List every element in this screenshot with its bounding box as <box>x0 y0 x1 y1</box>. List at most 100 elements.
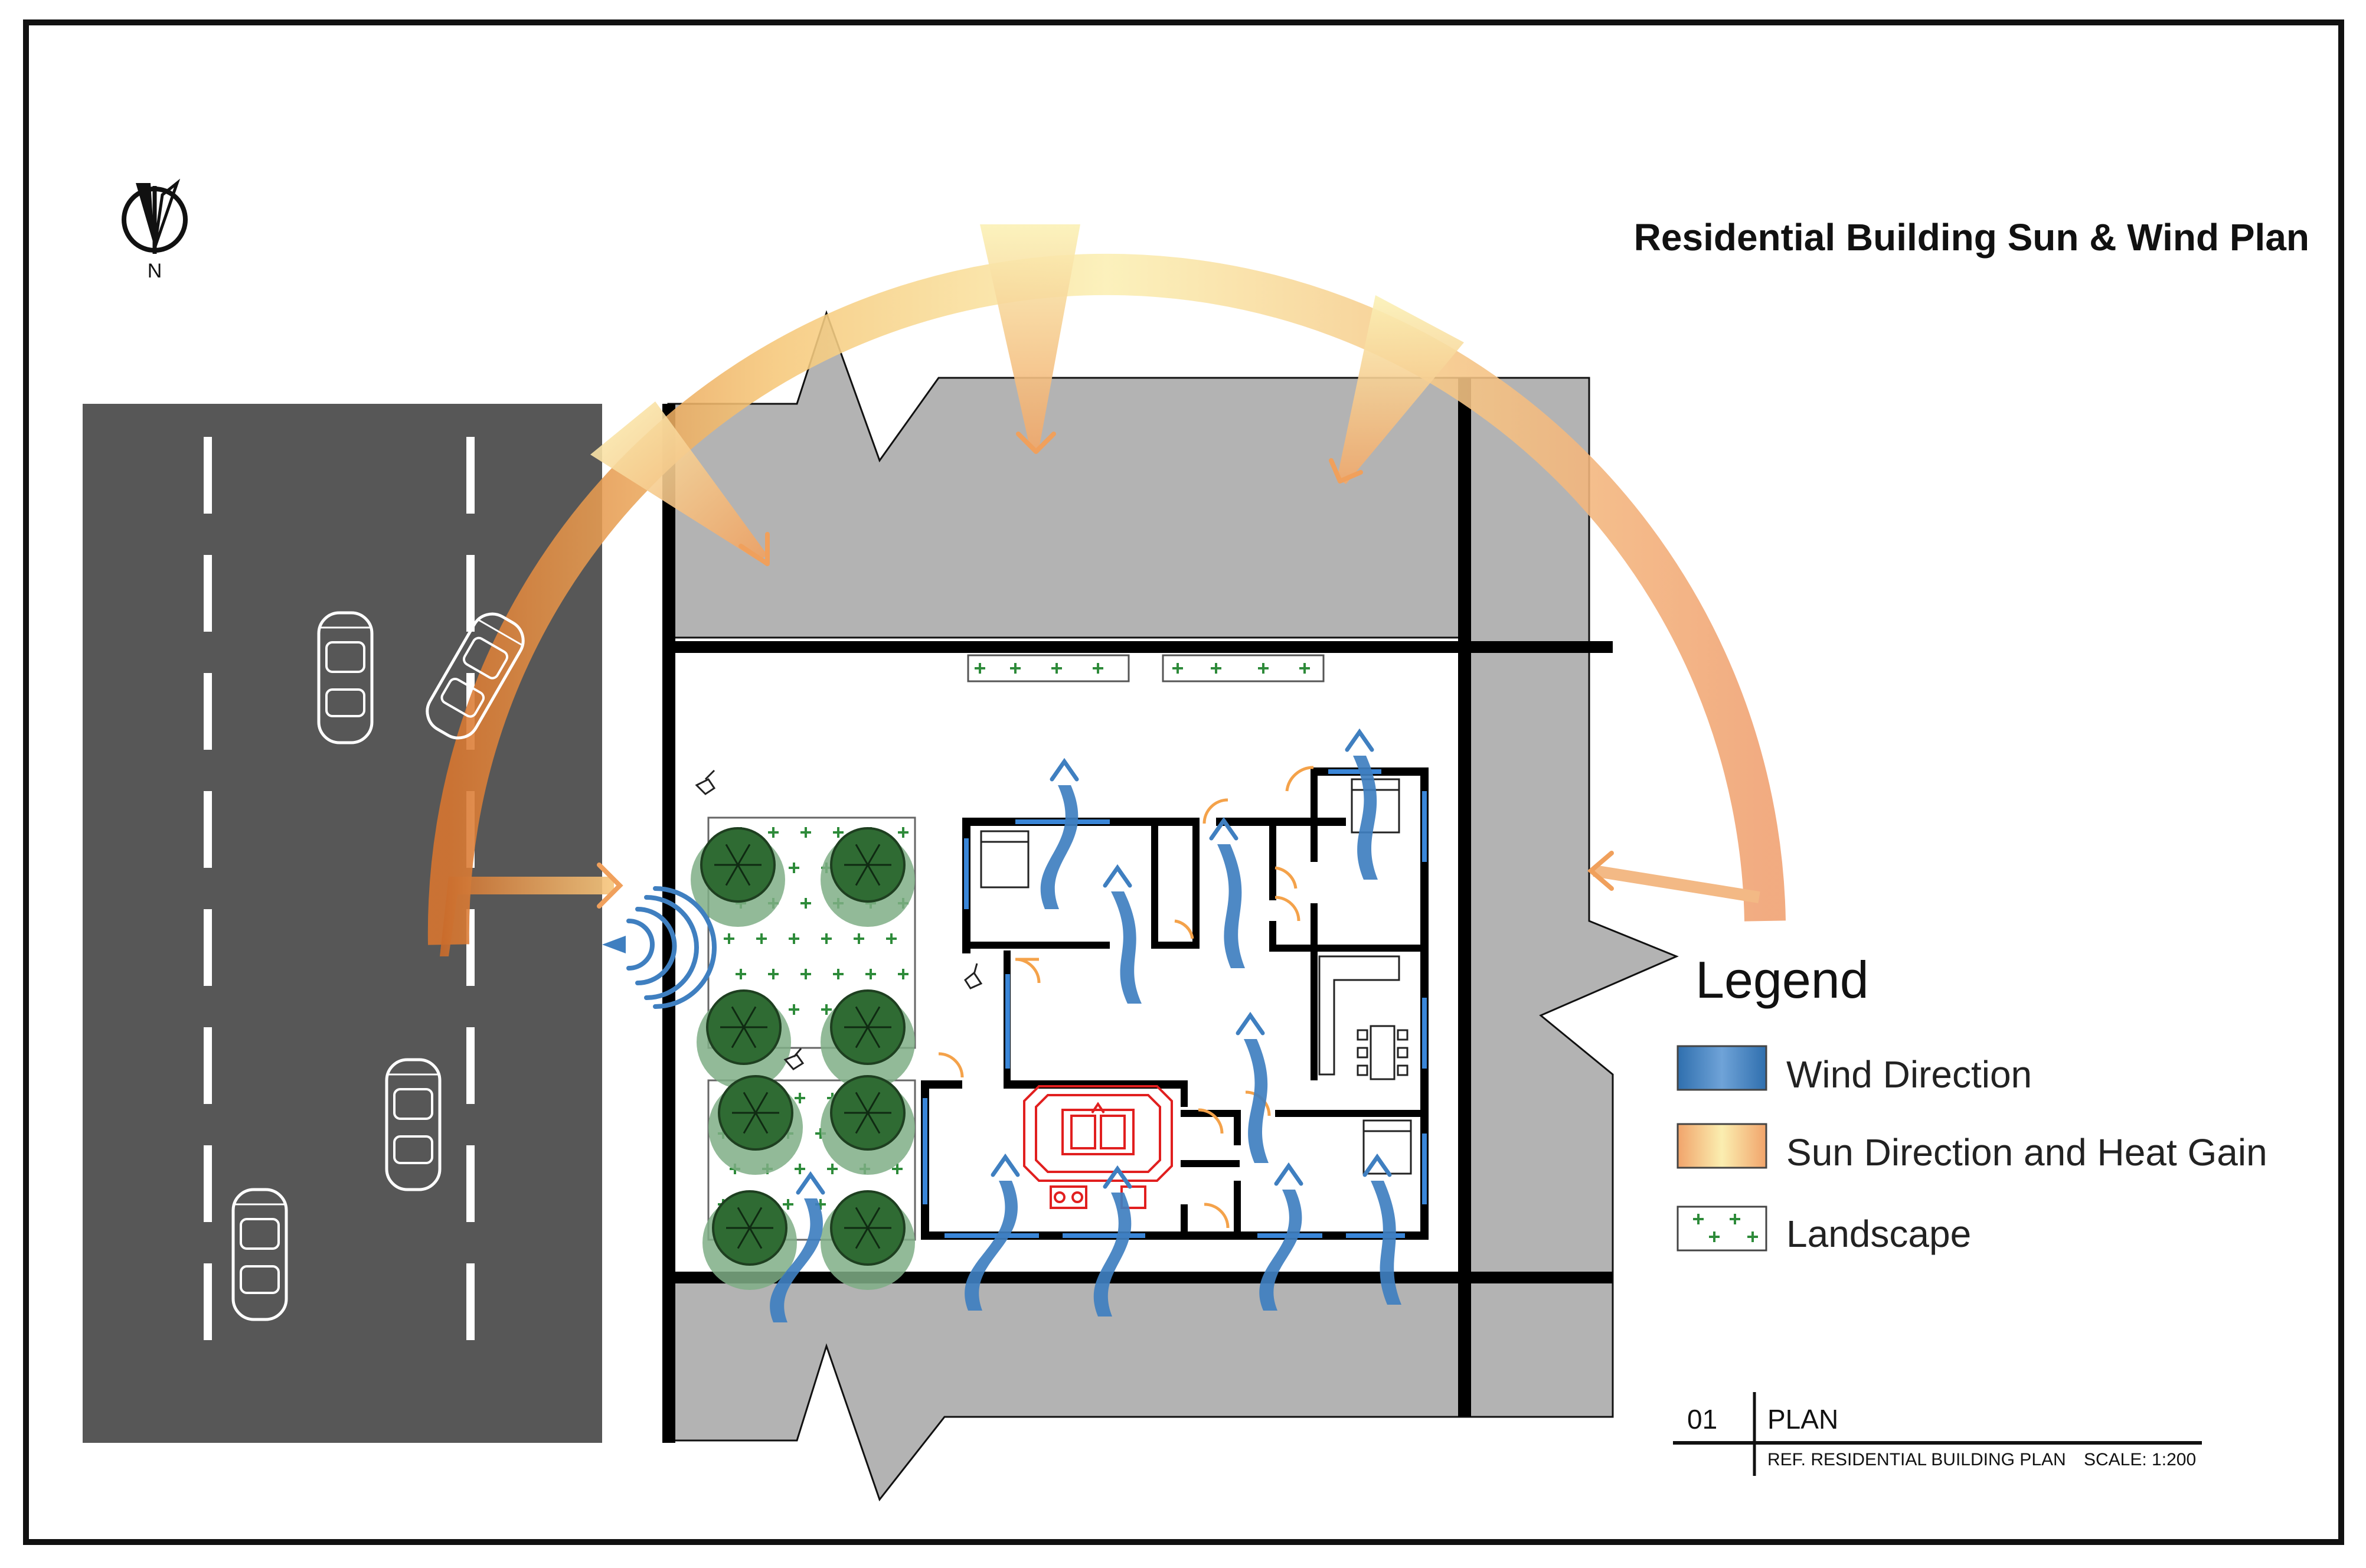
sheet-border <box>23 19 2344 1545</box>
legend-swatch-sun <box>1677 1123 1767 1169</box>
tree-icon <box>697 989 791 1089</box>
landscape-plus-icon <box>799 1093 801 1103</box>
wind-arrow <box>770 1171 825 1322</box>
wind-streams <box>770 728 1401 1322</box>
wind-arrow <box>1103 864 1142 1004</box>
lane-dash <box>204 1263 212 1340</box>
landscape-plus-icon <box>825 933 828 944</box>
tree-icon <box>691 827 785 927</box>
north-arrow-icon: N <box>122 178 188 282</box>
wind-waves-west <box>602 886 717 1009</box>
landscape-plus-icon <box>793 933 795 944</box>
tree-icon <box>708 1075 803 1175</box>
landscape-plus-icon <box>890 933 893 944</box>
tree-icon <box>821 1190 915 1290</box>
drawing-scale: SCALE: 1:200 <box>2084 1450 2196 1469</box>
car-icon <box>317 611 374 744</box>
landscape-plus-icon <box>728 933 730 944</box>
lane-dash <box>466 437 475 514</box>
landscape-plus-icon <box>819 1128 822 1139</box>
plan-title: Residential Building Sun & Wind Plan <box>1634 216 2309 259</box>
landscape-plus-icon <box>870 969 872 979</box>
landscape-plus-icon <box>760 933 763 944</box>
landscape-plus-icon <box>1262 663 1264 674</box>
landscape-plus-icon <box>772 969 774 979</box>
lane-dash <box>204 673 212 750</box>
landscape-plus-icon <box>896 1164 898 1174</box>
wind-arrow <box>965 1153 1020 1311</box>
lane-dash <box>466 1145 475 1222</box>
sun-beams <box>590 224 1464 561</box>
wind-arrow <box>1093 1165 1132 1317</box>
landscape-plus-icon <box>837 969 839 979</box>
landscape-plus-icon <box>979 663 981 674</box>
lane-dash <box>204 555 212 632</box>
landscape-plus-icon <box>831 1164 834 1174</box>
drawing-number: 01 <box>1687 1404 1717 1435</box>
legend-label-landscape: Landscape <box>1786 1213 1971 1255</box>
drawing-name: PLAN <box>1767 1404 1838 1435</box>
title-block: 01 PLAN REF. RESIDENTIAL BUILDING PLAN S… <box>1673 1392 2202 1476</box>
tree-icon <box>821 1075 915 1175</box>
legend-label-sun: Sun Direction and Heat Gain <box>1786 1131 2267 1174</box>
landscape-plus-icon <box>772 827 774 838</box>
landscape-plus-icon <box>1215 663 1217 674</box>
beds <box>980 778 1412 1175</box>
landscape-plus-icon <box>805 827 807 838</box>
tree-icon <box>702 1190 797 1290</box>
lane-dash <box>204 791 212 868</box>
landscape-plus-icon <box>1303 663 1306 674</box>
car-icon <box>426 612 525 740</box>
landscape-plus-icon <box>902 969 904 979</box>
cars <box>231 611 525 1321</box>
lane-dash <box>204 437 212 514</box>
lane-dash <box>466 1027 475 1104</box>
legend-landscape-plus-icon <box>1693 1214 1758 1242</box>
wind-arrow <box>1259 1162 1303 1311</box>
landscape-plus-icon <box>1014 663 1017 674</box>
wind-arrow <box>1209 816 1245 968</box>
drawing-reference: REF. RESIDENTIAL BUILDING PLAN <box>1767 1450 2066 1469</box>
landscape-plus-icon <box>902 827 904 838</box>
kitchen-dining <box>1318 955 1409 1080</box>
car-icon <box>385 1058 442 1191</box>
landscape-plus-icon <box>819 1199 822 1210</box>
landscape-plus-icon <box>1097 663 1099 674</box>
lane-dash <box>466 1263 475 1340</box>
lane-dash <box>204 1027 212 1104</box>
living-room-furniture <box>1023 1085 1173 1209</box>
property-boundary <box>662 378 1613 1443</box>
landscape-plus-icon <box>805 898 807 909</box>
wind-arrow <box>1362 1153 1401 1305</box>
landscape-plus-icon <box>837 827 839 838</box>
legend: Legend Wind Direction Sun Direction and … <box>1677 950 2267 1255</box>
sun-path-arc <box>427 253 1786 945</box>
tree-icon <box>821 827 915 927</box>
landscape-plus-icon <box>793 1004 795 1015</box>
wind-arrow <box>1040 757 1079 909</box>
legend-heading: Legend <box>1695 950 1869 1009</box>
lane-dash <box>204 909 212 986</box>
legend-label-wind: Wind Direction <box>1786 1053 2032 1096</box>
landscape-plus-icon <box>1055 663 1058 674</box>
sun-arrowheads <box>738 432 1363 566</box>
landscape-plus-icon <box>793 863 795 873</box>
legend-swatch-wind <box>1677 1045 1767 1091</box>
landscape-plus-icon <box>799 1164 801 1174</box>
people-figures <box>695 769 983 1070</box>
landscape-plus-icon <box>805 969 807 979</box>
landscape-plus-icon <box>1177 663 1179 674</box>
north-label: N <box>148 260 162 282</box>
doors <box>938 766 1314 1229</box>
landscape-plus-icon <box>787 1199 789 1210</box>
legend-swatch-landscape <box>1677 1206 1767 1252</box>
wind-arrow <box>1236 1011 1269 1163</box>
sun-arrow-east <box>1587 851 1760 903</box>
lane-dash <box>204 1145 212 1222</box>
sun-arrow-west <box>440 863 623 956</box>
landscape-plus-icon <box>825 1004 828 1015</box>
lane-dash <box>466 555 475 632</box>
landscape-plus-icon <box>858 933 860 944</box>
road <box>83 404 602 1443</box>
